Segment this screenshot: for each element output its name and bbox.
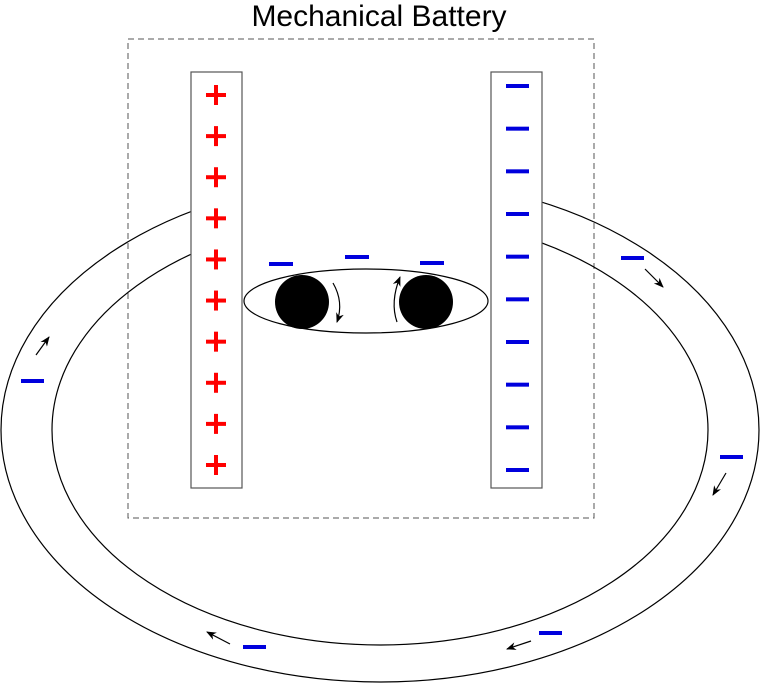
current-arrow <box>35 336 50 356</box>
wire-mask <box>191 160 542 260</box>
wire-charge <box>720 455 743 459</box>
positive-charge <box>206 208 226 229</box>
positive-charge <box>206 331 226 352</box>
right-roller <box>399 275 453 329</box>
belt-charge <box>420 261 444 265</box>
negative-charge <box>506 297 529 302</box>
positive-charge <box>206 455 226 475</box>
current-arrows <box>35 268 727 650</box>
battery-boundary <box>127 38 595 519</box>
inner-wire <box>51 214 709 646</box>
negative-charge <box>506 169 529 174</box>
diagram-title: Mechanical Battery <box>251 0 506 33</box>
negative-charge <box>506 84 529 88</box>
negative-charge <box>506 425 529 430</box>
belt-charge <box>345 255 369 259</box>
negative-charge <box>506 468 529 472</box>
positive-charge <box>206 85 226 105</box>
positive-charge <box>206 249 226 270</box>
conveyor-belt <box>243 268 489 334</box>
current-arrow <box>712 472 727 496</box>
left-roller-rotation-arrow <box>332 282 344 323</box>
positive-charge <box>206 413 226 434</box>
current-arrow <box>644 268 664 288</box>
wire-charge <box>21 379 44 383</box>
negative-plate <box>490 71 543 489</box>
wire-charges <box>21 256 743 649</box>
wire-charge <box>243 645 266 649</box>
positive-charge <box>206 372 226 393</box>
negative-charge <box>506 254 529 259</box>
current-arrow <box>206 631 231 645</box>
positive-charge <box>206 126 226 147</box>
belt-charge <box>269 262 293 266</box>
positive-charge <box>206 290 226 311</box>
wire-charge <box>621 256 644 260</box>
left-roller <box>275 275 329 329</box>
current-arrow <box>506 640 532 650</box>
positive-charges <box>206 85 226 475</box>
positive-charge <box>206 167 226 188</box>
negative-charge <box>506 382 529 387</box>
negative-charge <box>506 340 529 344</box>
negative-charge <box>506 212 529 216</box>
belt-charges <box>269 255 444 266</box>
negative-charge <box>506 126 529 131</box>
wire-charge <box>539 631 562 635</box>
right-roller-rotation-arrow <box>392 276 401 323</box>
negative-charges <box>506 84 529 472</box>
